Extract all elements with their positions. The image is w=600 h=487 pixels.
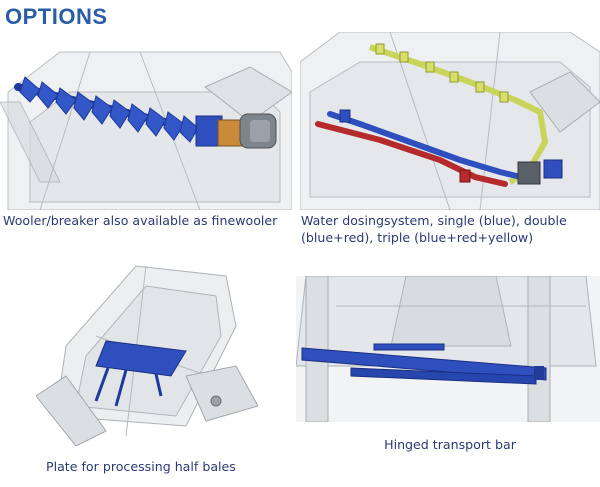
transport-caption: Hinged transport bar [384, 437, 516, 452]
water-dosing-image [300, 32, 600, 210]
transport-bar-image [296, 276, 600, 422]
page-title: OPTIONS [5, 4, 108, 29]
wooler-caption: Wooler/breaker also available as finewoo… [3, 213, 278, 228]
water-caption-line-1: Water dosingsystem, single (blue), doubl… [301, 213, 567, 228]
half-bale-plate-image [36, 256, 258, 446]
plate-caption: Plate for processing half bales [46, 459, 236, 474]
wooler-breaker-image [0, 32, 292, 210]
water-caption-line-2: (blue+red), triple (blue+red+yellow) [301, 230, 534, 245]
